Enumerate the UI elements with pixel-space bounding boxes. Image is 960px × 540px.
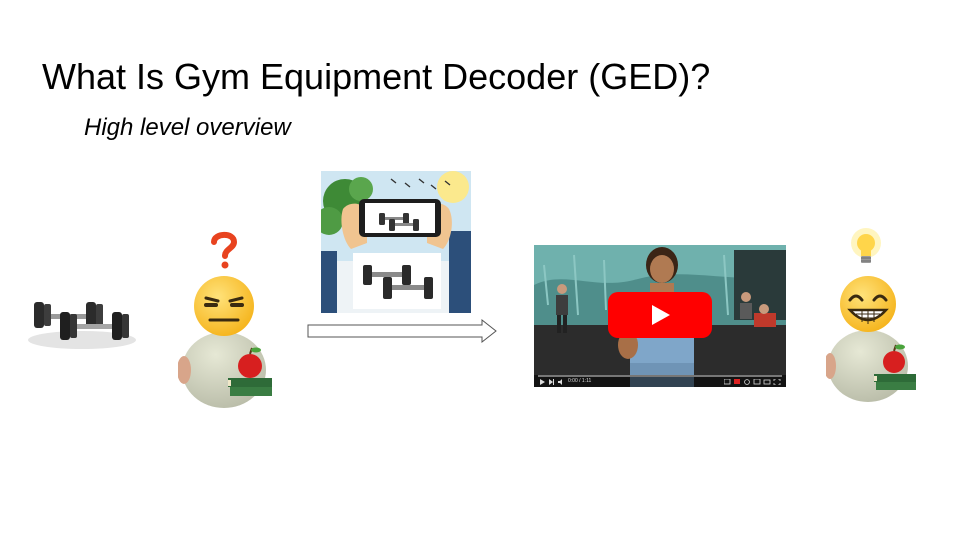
confused-student-icon [178,276,272,408]
dumbbells-icon [28,302,136,349]
question-mark-icon [211,231,238,269]
arrow-right-icon [307,319,497,343]
slide-subtitle: High level overview [84,114,291,141]
video-progress-bar[interactable] [538,375,782,377]
video-time: 0:00 / 1:11 [568,378,592,384]
video-thumbnail[interactable]: 0:00 / 1:11 [534,245,786,387]
happy-student-icon [826,276,916,402]
video-controls-bar: 0:00 / 1:11 [534,375,786,387]
slide-title: What Is Gym Equipment Decoder (GED)? [42,56,711,97]
video-play-button[interactable] [608,292,712,338]
lightbulb-icon [851,228,881,263]
play-icon[interactable] [540,379,560,385]
video-settings-icons[interactable] [724,379,782,385]
volume-icon[interactable] [558,379,564,385]
gym-scene-image [534,245,786,387]
phone-scan-icon [321,171,471,313]
